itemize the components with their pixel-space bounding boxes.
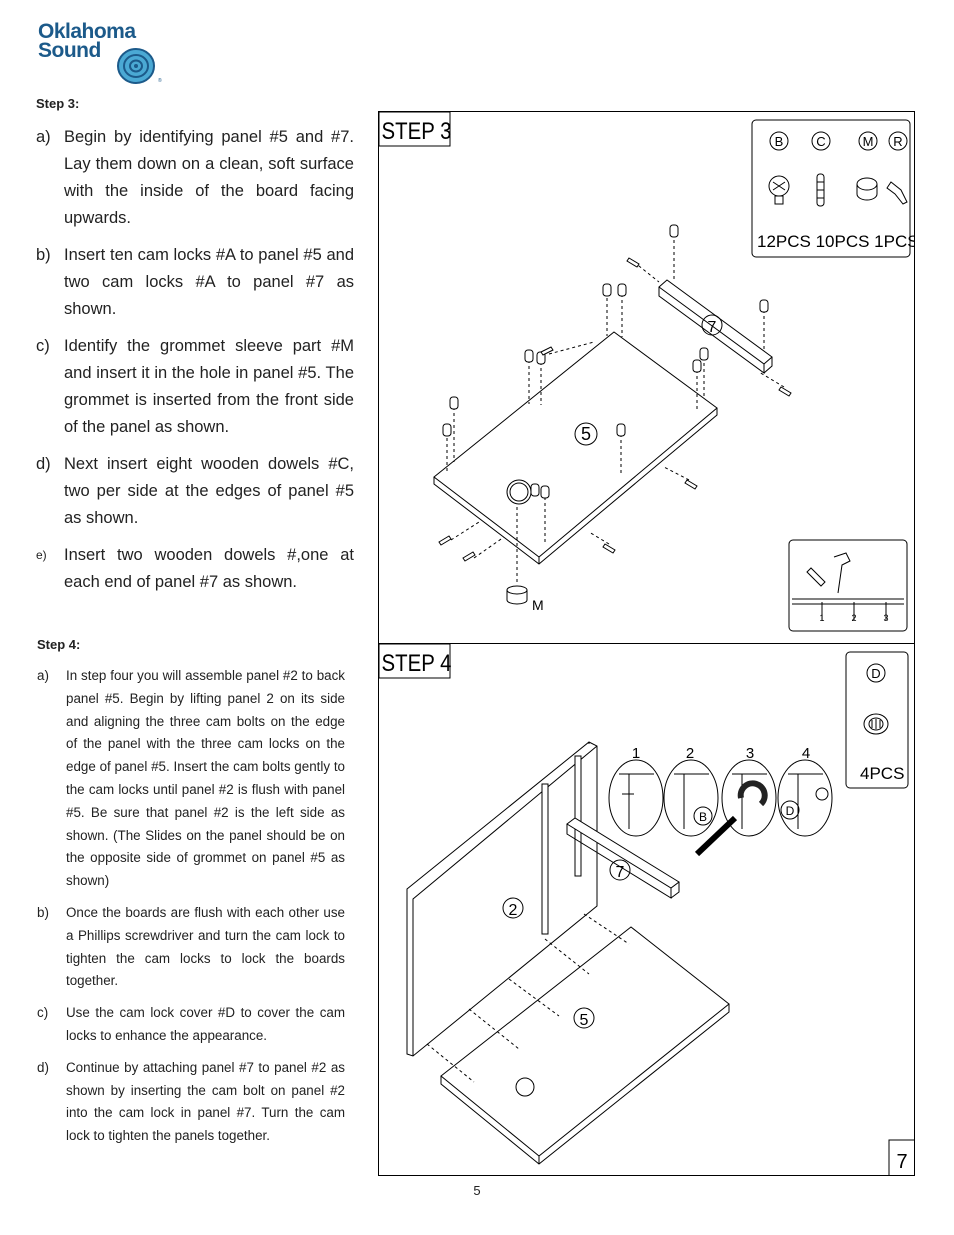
page-number: 5	[473, 1183, 481, 1198]
svg-text:M: M	[863, 134, 874, 149]
list-item-text: Begin by identifying panel #5 and #7. La…	[64, 128, 354, 227]
sequence-step-3: 3	[746, 745, 754, 762]
list-item-text: Continue by attaching panel #7 to panel …	[66, 1059, 345, 1144]
sequence-step-2: 2	[686, 745, 694, 762]
list-item: b) Once the boards are flush with each ot…	[37, 902, 345, 993]
sequence-step-4: 4	[802, 745, 810, 762]
grommet-icon	[856, 177, 878, 201]
list-item-text: In step four you will assemble panel #2 …	[66, 668, 345, 889]
panel-label-2: 2	[509, 902, 518, 919]
grommet-part-m: M	[506, 585, 544, 613]
list-item: e) Insert two wooden dowels #,one at each…	[36, 542, 354, 596]
dowel-hint-icon	[806, 567, 826, 587]
brand-name-line1: Oklahoma	[38, 20, 136, 43]
part-d-label: D	[871, 666, 880, 681]
detail-label-d: D	[786, 804, 795, 818]
inset-tick-label: 2	[851, 613, 856, 623]
hammer-icon	[833, 552, 851, 594]
list-item-text: Insert ten cam locks #A to panel #5 and …	[64, 246, 354, 318]
list-item-text: Once the boards are flush with each othe…	[66, 904, 345, 989]
screwdriver-icon	[694, 815, 738, 857]
list-item: a) In step four you will assemble panel #…	[37, 665, 345, 893]
step4-heading: Step 4:	[37, 637, 81, 652]
brand-logo: Oklahoma Sound ®	[38, 20, 178, 92]
step3-illustration: STEP 3 B C M R	[379, 112, 915, 632]
step4-title: STEP 4	[382, 649, 452, 676]
list-marker: b)	[37, 904, 49, 920]
step4-illustration: STEP 4 D 4PCS 1 2 3 4	[379, 644, 914, 1175]
inset-tick-label: 3	[883, 613, 888, 623]
list-item: a) Begin by identifying panel #5 and #7. …	[36, 124, 354, 232]
panel-2-board: 2	[406, 741, 598, 1057]
grommet-label: M	[532, 597, 544, 613]
svg-text:B: B	[775, 134, 784, 149]
sequence-step-1: 1	[632, 745, 640, 762]
list-item-text: Insert two wooden dowels #,one at each e…	[64, 546, 354, 591]
cam-lock-icon	[768, 175, 790, 205]
detail-label-b: B	[699, 810, 707, 824]
panel-label-7: 7	[616, 864, 625, 881]
list-marker: c)	[36, 337, 50, 355]
panel-5-board: 5	[433, 331, 718, 565]
list-marker: d)	[37, 1059, 49, 1075]
step3-heading: Step 3:	[36, 96, 80, 111]
detail-step-3	[694, 759, 777, 857]
panel-label-7: 7	[708, 319, 717, 336]
part-b: B	[769, 131, 789, 151]
step3-instructions: a) Begin by identifying panel #5 and #7. …	[36, 124, 354, 606]
part-r: R	[888, 131, 908, 151]
panel-label-5: 5	[580, 1012, 589, 1029]
list-marker: c)	[37, 1005, 49, 1021]
wooden-dowel-icon	[438, 257, 792, 562]
detail-step-1	[608, 759, 664, 837]
step4-diagram: STEP 4 D 4PCS 1 2 3 4	[378, 643, 915, 1176]
brand-name-line2: Sound	[38, 39, 101, 62]
part-d-quantity: 4PCS	[860, 764, 904, 783]
inset-tick-label: 1	[819, 613, 824, 623]
cam-lock-cover-icon	[863, 713, 889, 735]
list-item: c) Use the cam lock cover #D to cover the…	[37, 1002, 345, 1048]
list-item: d) Continue by attaching panel #7 to pane…	[37, 1057, 345, 1148]
svg-text:C: C	[816, 134, 825, 149]
step3-diagram: STEP 3 B C M R	[378, 111, 915, 644]
list-item: d) Next insert eight wooden dowels #C, tw…	[36, 451, 354, 532]
page-marker: 7	[896, 1151, 907, 1173]
part-m: M	[858, 131, 878, 151]
list-marker: e)	[36, 548, 47, 562]
detail-step-4: D	[777, 759, 833, 837]
list-item: c) Identify the grommet sleeve part #M an…	[36, 333, 354, 441]
list-marker: d)	[36, 455, 51, 473]
list-marker: a)	[37, 668, 49, 683]
list-marker: a)	[36, 128, 51, 146]
dowel-inset	[788, 539, 908, 632]
list-item-text: Use the cam lock cover #D to cover the c…	[66, 1005, 345, 1043]
panel-7-rail: 7	[658, 279, 773, 374]
part-quantities: 12PCS 10PCS 1PCS	[757, 232, 915, 251]
svg-text:R: R	[893, 134, 902, 149]
step4-instructions: a) In step four you will assemble panel #…	[37, 665, 345, 1157]
list-item-text: Identify the grommet sleeve part #M and …	[64, 337, 354, 436]
detail-step-2: B	[663, 759, 719, 837]
cam-bolt-icon	[886, 181, 908, 205]
list-marker: b)	[36, 246, 51, 264]
part-c: C	[811, 131, 831, 151]
step3-title: STEP 3	[382, 117, 452, 144]
list-item: b) Insert ten cam locks #A to panel #5 an…	[36, 242, 354, 323]
panel-label-5: 5	[581, 424, 591, 444]
cam-lock-icon	[442, 224, 769, 499]
svg-text:®: ®	[158, 77, 162, 84]
list-item-text: Next insert eight wooden dowels #C, two …	[64, 455, 354, 527]
sound-wave-icon: ®	[117, 48, 162, 84]
panel-5-board: 5	[440, 926, 730, 1165]
panel-7-rail: 7	[566, 817, 680, 899]
wooden-dowel-icon	[816, 173, 825, 207]
